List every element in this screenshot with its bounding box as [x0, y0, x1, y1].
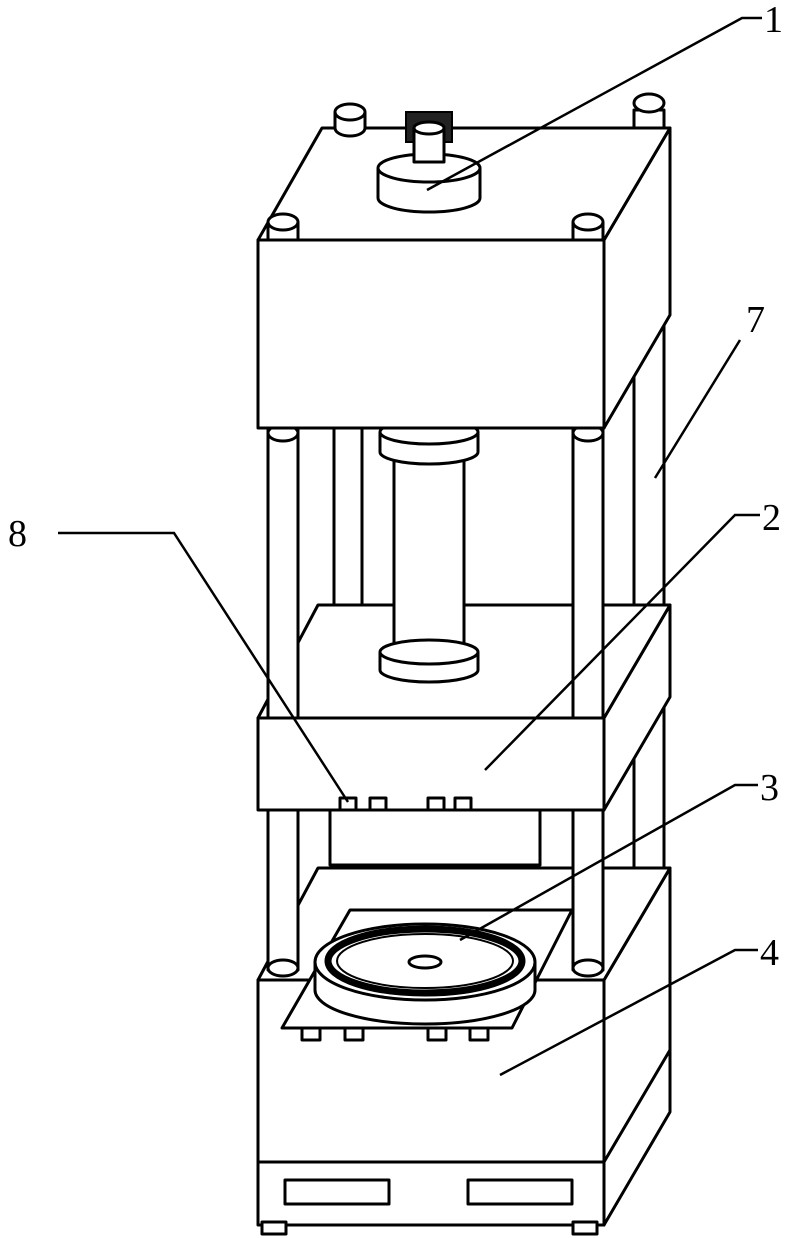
piston-rod: [378, 418, 480, 684]
label-2: 2: [762, 497, 781, 539]
base-slot-left: [283, 1178, 391, 1206]
label-4: 4: [760, 932, 779, 974]
label-1: 1: [764, 0, 783, 41]
leader-7: [653, 339, 742, 479]
leader-4: [499, 948, 758, 1077]
part-labels: 1 7 2 8 3 4: [8, 0, 783, 974]
label-3: 3: [760, 767, 779, 809]
front-columns-lower: [266, 808, 605, 978]
label-7: 7: [746, 299, 765, 341]
leader-2: [484, 513, 760, 771]
leader-3: [459, 783, 758, 942]
top-crosshead: [256, 102, 672, 430]
label-8: 8: [8, 513, 27, 555]
top-cylinder: [376, 111, 482, 214]
front-columns-upper: [266, 423, 605, 720]
leader-lines: [58, 16, 762, 1077]
locating-notches: [338, 796, 473, 812]
middle-plate: [256, 603, 672, 867]
leader-1: [426, 16, 762, 192]
base-slot-right: [466, 1178, 574, 1206]
leader-8: [58, 531, 350, 803]
mold-platform: [280, 908, 574, 1042]
